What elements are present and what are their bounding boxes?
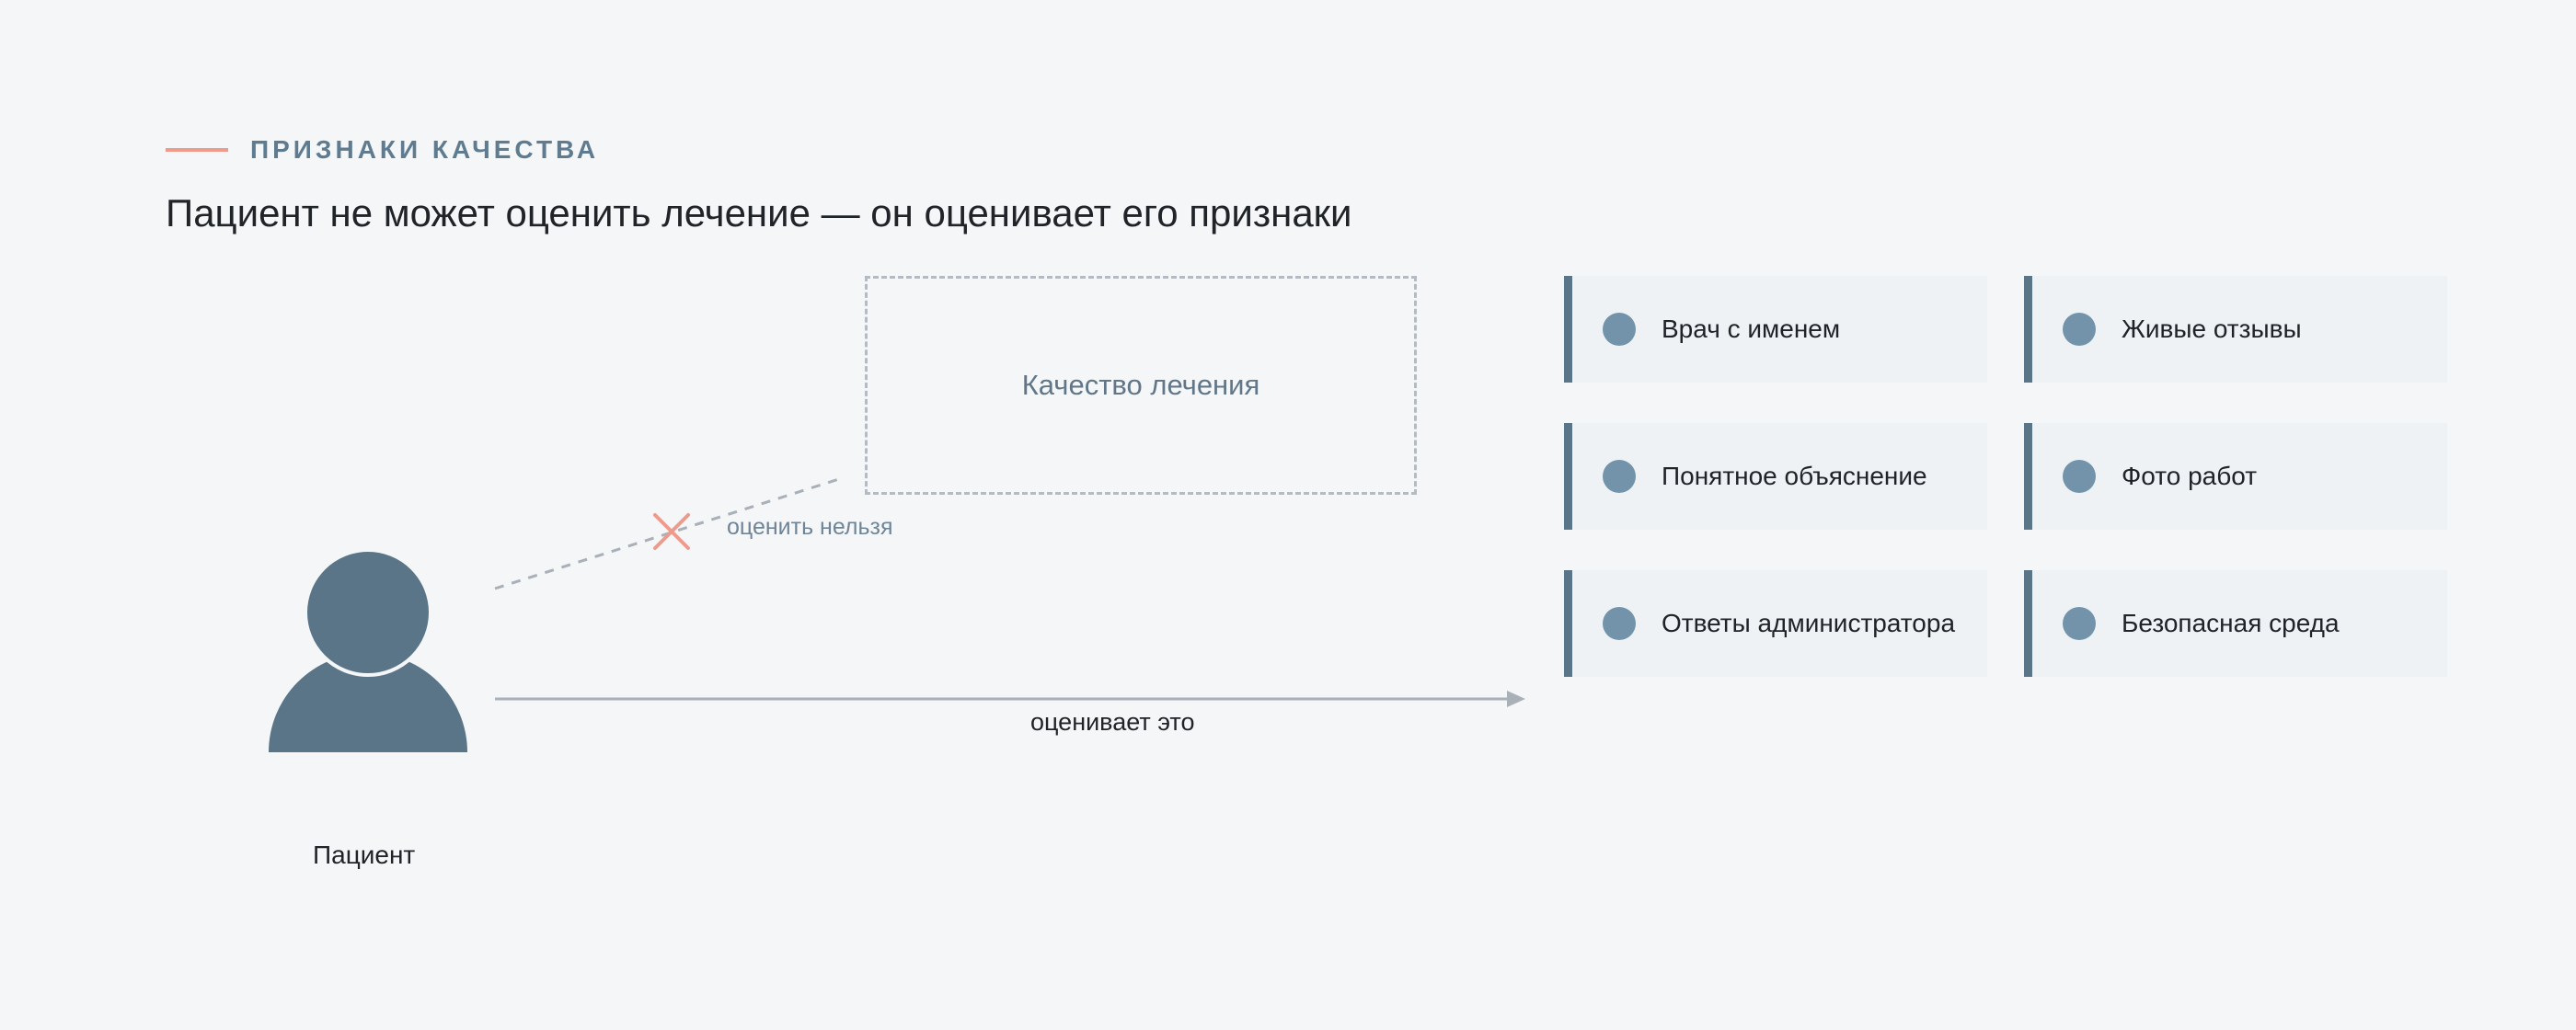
- eyebrow-accent-line: [166, 148, 228, 152]
- card-accent-bar: [1564, 276, 1572, 383]
- cannot-evaluate-label: оценить нельзя: [727, 514, 893, 540]
- sign-card-label: Живые отзывы: [2122, 315, 2302, 343]
- bullet-dot-icon: [1603, 313, 1636, 346]
- section-eyebrow: ПРИЗНАКИ КАЧЕСТВА: [166, 134, 599, 166]
- sign-card-safe-environment: Безопасная среда: [2024, 570, 2447, 677]
- sign-card-live-reviews: Живые отзывы: [2024, 276, 2447, 383]
- card-accent-bar: [2024, 276, 2032, 383]
- sign-card-doctor-name: Врач с именем: [1564, 276, 1987, 383]
- sign-card-label: Врач с именем: [1662, 315, 1841, 343]
- card-accent-bar: [1564, 570, 1572, 677]
- treatment-quality-box: Качество лечения: [865, 276, 1417, 495]
- bullet-dot-icon: [2063, 607, 2096, 640]
- sign-card-label: Фото работ: [2122, 462, 2258, 490]
- evaluates-arrow: [495, 691, 1525, 707]
- bullet-dot-icon: [2063, 460, 2096, 493]
- eyebrow-text: ПРИЗНАКИ КАЧЕСТВА: [250, 135, 600, 164]
- patient-icon: [269, 548, 467, 752]
- sign-card-label: Понятное объяснение: [1662, 462, 1927, 490]
- sign-card-label: Ответы администратора: [1662, 609, 1956, 637]
- card-accent-bar: [2024, 423, 2032, 530]
- sign-card-label: Безопасная среда: [2122, 609, 2340, 637]
- sign-card-admin-answers: Ответы администратора: [1564, 570, 1987, 677]
- bullet-dot-icon: [1603, 460, 1636, 493]
- bullet-dot-icon: [2063, 313, 2096, 346]
- page-title: Пациент не может оценить лечение — он оц…: [166, 191, 1352, 235]
- cross-icon: [653, 513, 690, 550]
- evaluates-this-label: оценивает это: [1030, 708, 1195, 736]
- patient-label: Пациент: [313, 841, 416, 869]
- sign-card-work-photos: Фото работ: [2024, 423, 2447, 530]
- bullet-dot-icon: [1603, 607, 1636, 640]
- card-accent-bar: [1564, 423, 1572, 530]
- treatment-quality-label: Качество лечения: [1021, 369, 1260, 401]
- sign-card-clear-explanation: Понятное объяснение: [1564, 423, 1987, 530]
- card-accent-bar: [2024, 570, 2032, 677]
